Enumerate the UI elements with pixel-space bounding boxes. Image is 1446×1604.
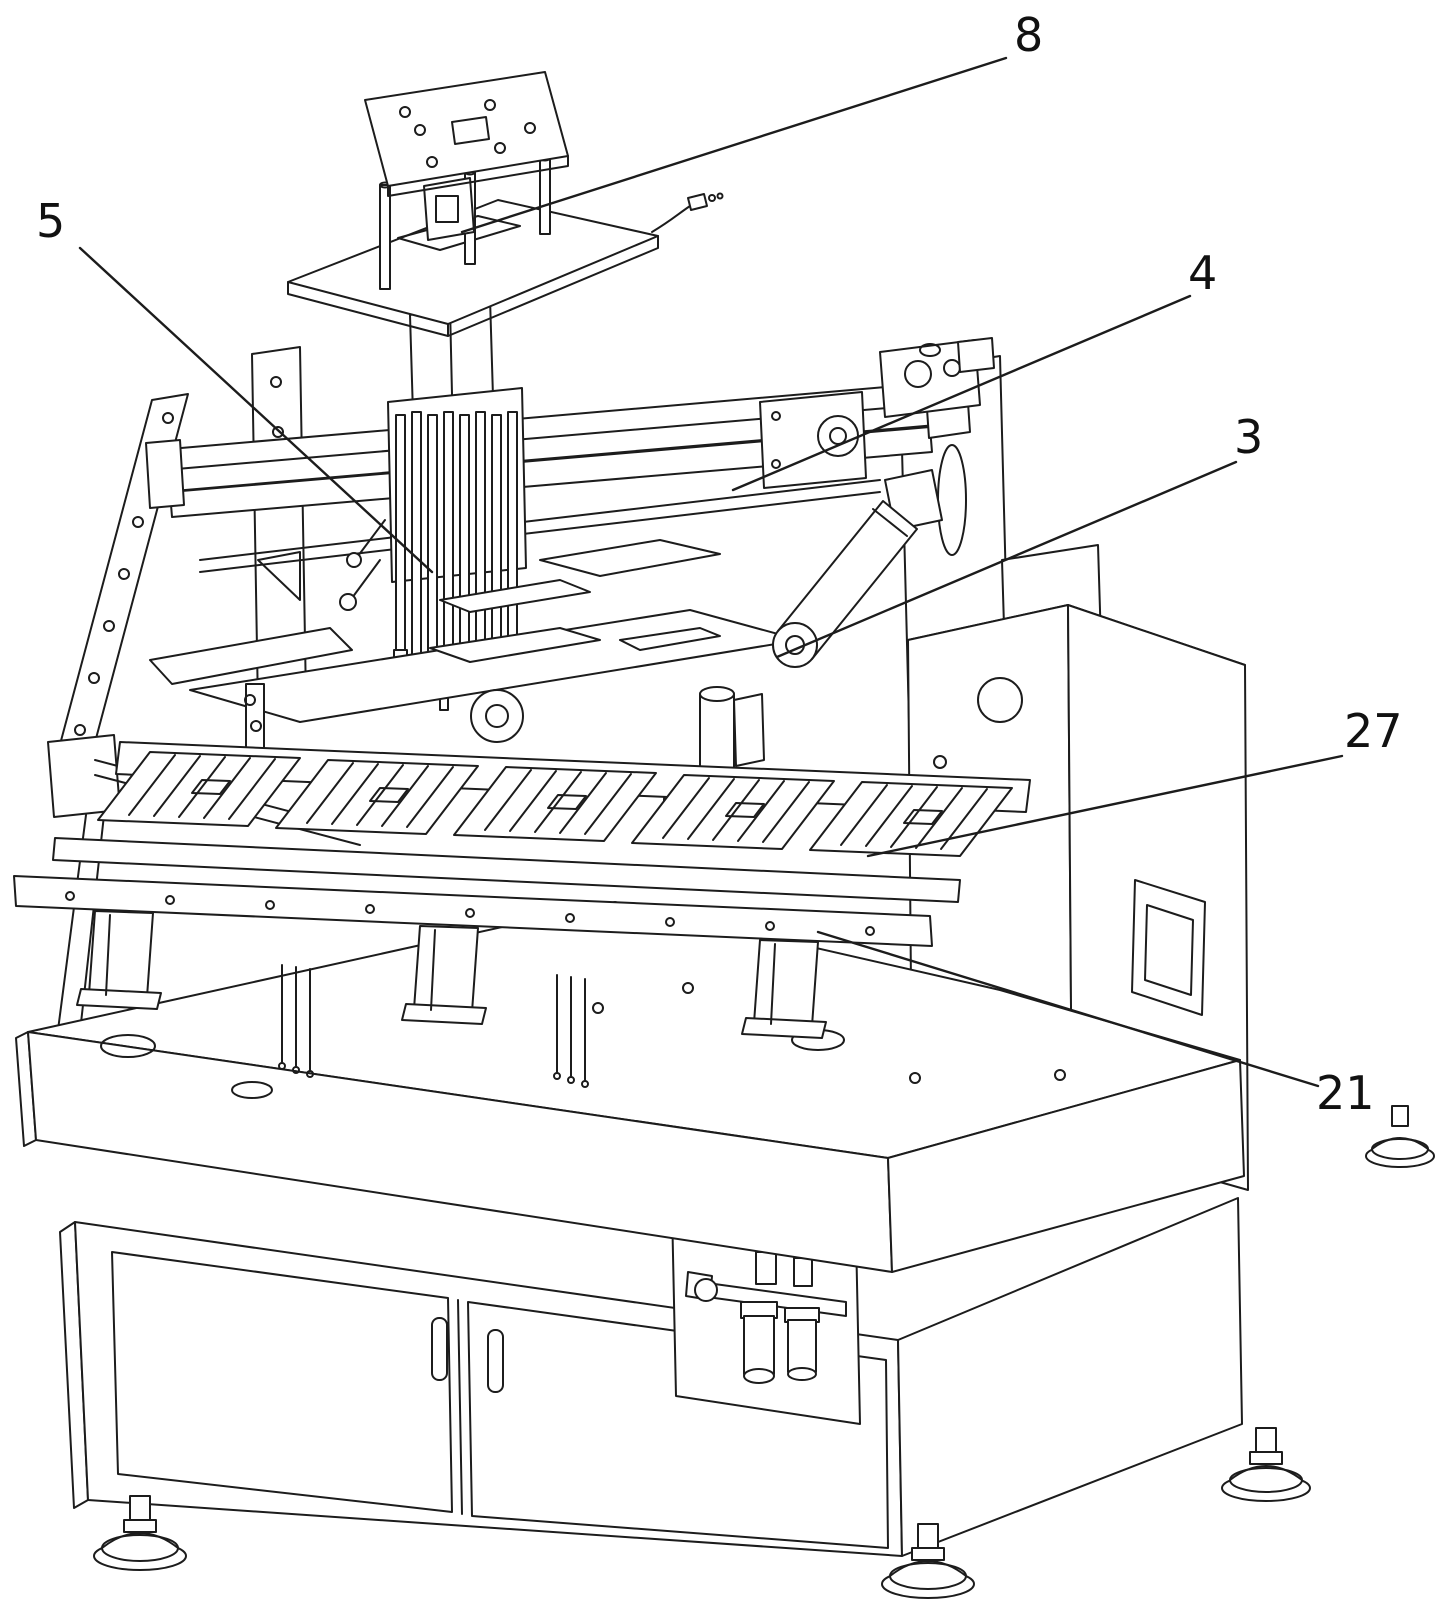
hanging-rods [278, 964, 589, 1088]
callout-label-27: 27 [1344, 704, 1403, 758]
sensor-cable [651, 192, 724, 233]
top-plate-assembly [287, 71, 724, 337]
base-cabinet [59, 1197, 1243, 1557]
transfer-cylinder [772, 469, 943, 668]
support-bracket [401, 925, 487, 1025]
support-bracket [76, 910, 162, 1010]
callout-label-3: 3 [1234, 410, 1264, 464]
leveling-foot [93, 1495, 187, 1571]
leveling-foot [1365, 1105, 1435, 1168]
left-door-handle [431, 1317, 448, 1381]
tray-conveyor-deck [13, 741, 1031, 1088]
leveling-foot [1221, 1427, 1311, 1502]
leader-line-21 [816, 930, 1320, 1088]
leader-lines [78, 56, 1344, 1088]
mid-rail [52, 837, 961, 903]
leader-line-27 [866, 754, 1344, 858]
leader-line-8 [460, 56, 1008, 234]
leader-line-5 [78, 246, 434, 574]
callout-label-21: 21 [1316, 1066, 1375, 1120]
center-platform [189, 579, 801, 743]
table-slab [15, 901, 1245, 1273]
leader-line-3 [775, 460, 1238, 659]
leveling-foot [881, 1523, 975, 1599]
left-door [111, 1251, 453, 1513]
gantry-carriage [759, 391, 867, 489]
right-door-handle [487, 1329, 504, 1393]
tray-fixture [97, 751, 301, 827]
mid-table-rails [199, 479, 881, 577]
tray-fixture [275, 759, 479, 835]
pneumatic-frl-unit [685, 1251, 847, 1384]
callout-label-5: 5 [36, 194, 66, 248]
right-corner-drive [879, 337, 995, 418]
tray-fixture [453, 766, 657, 842]
support-bracket [741, 939, 827, 1039]
tray-fixture [631, 774, 835, 850]
callout-label-4: 4 [1188, 246, 1218, 300]
callout-label-8: 8 [1014, 8, 1044, 62]
camera-block [423, 177, 475, 241]
leader-line-4 [731, 294, 1192, 492]
